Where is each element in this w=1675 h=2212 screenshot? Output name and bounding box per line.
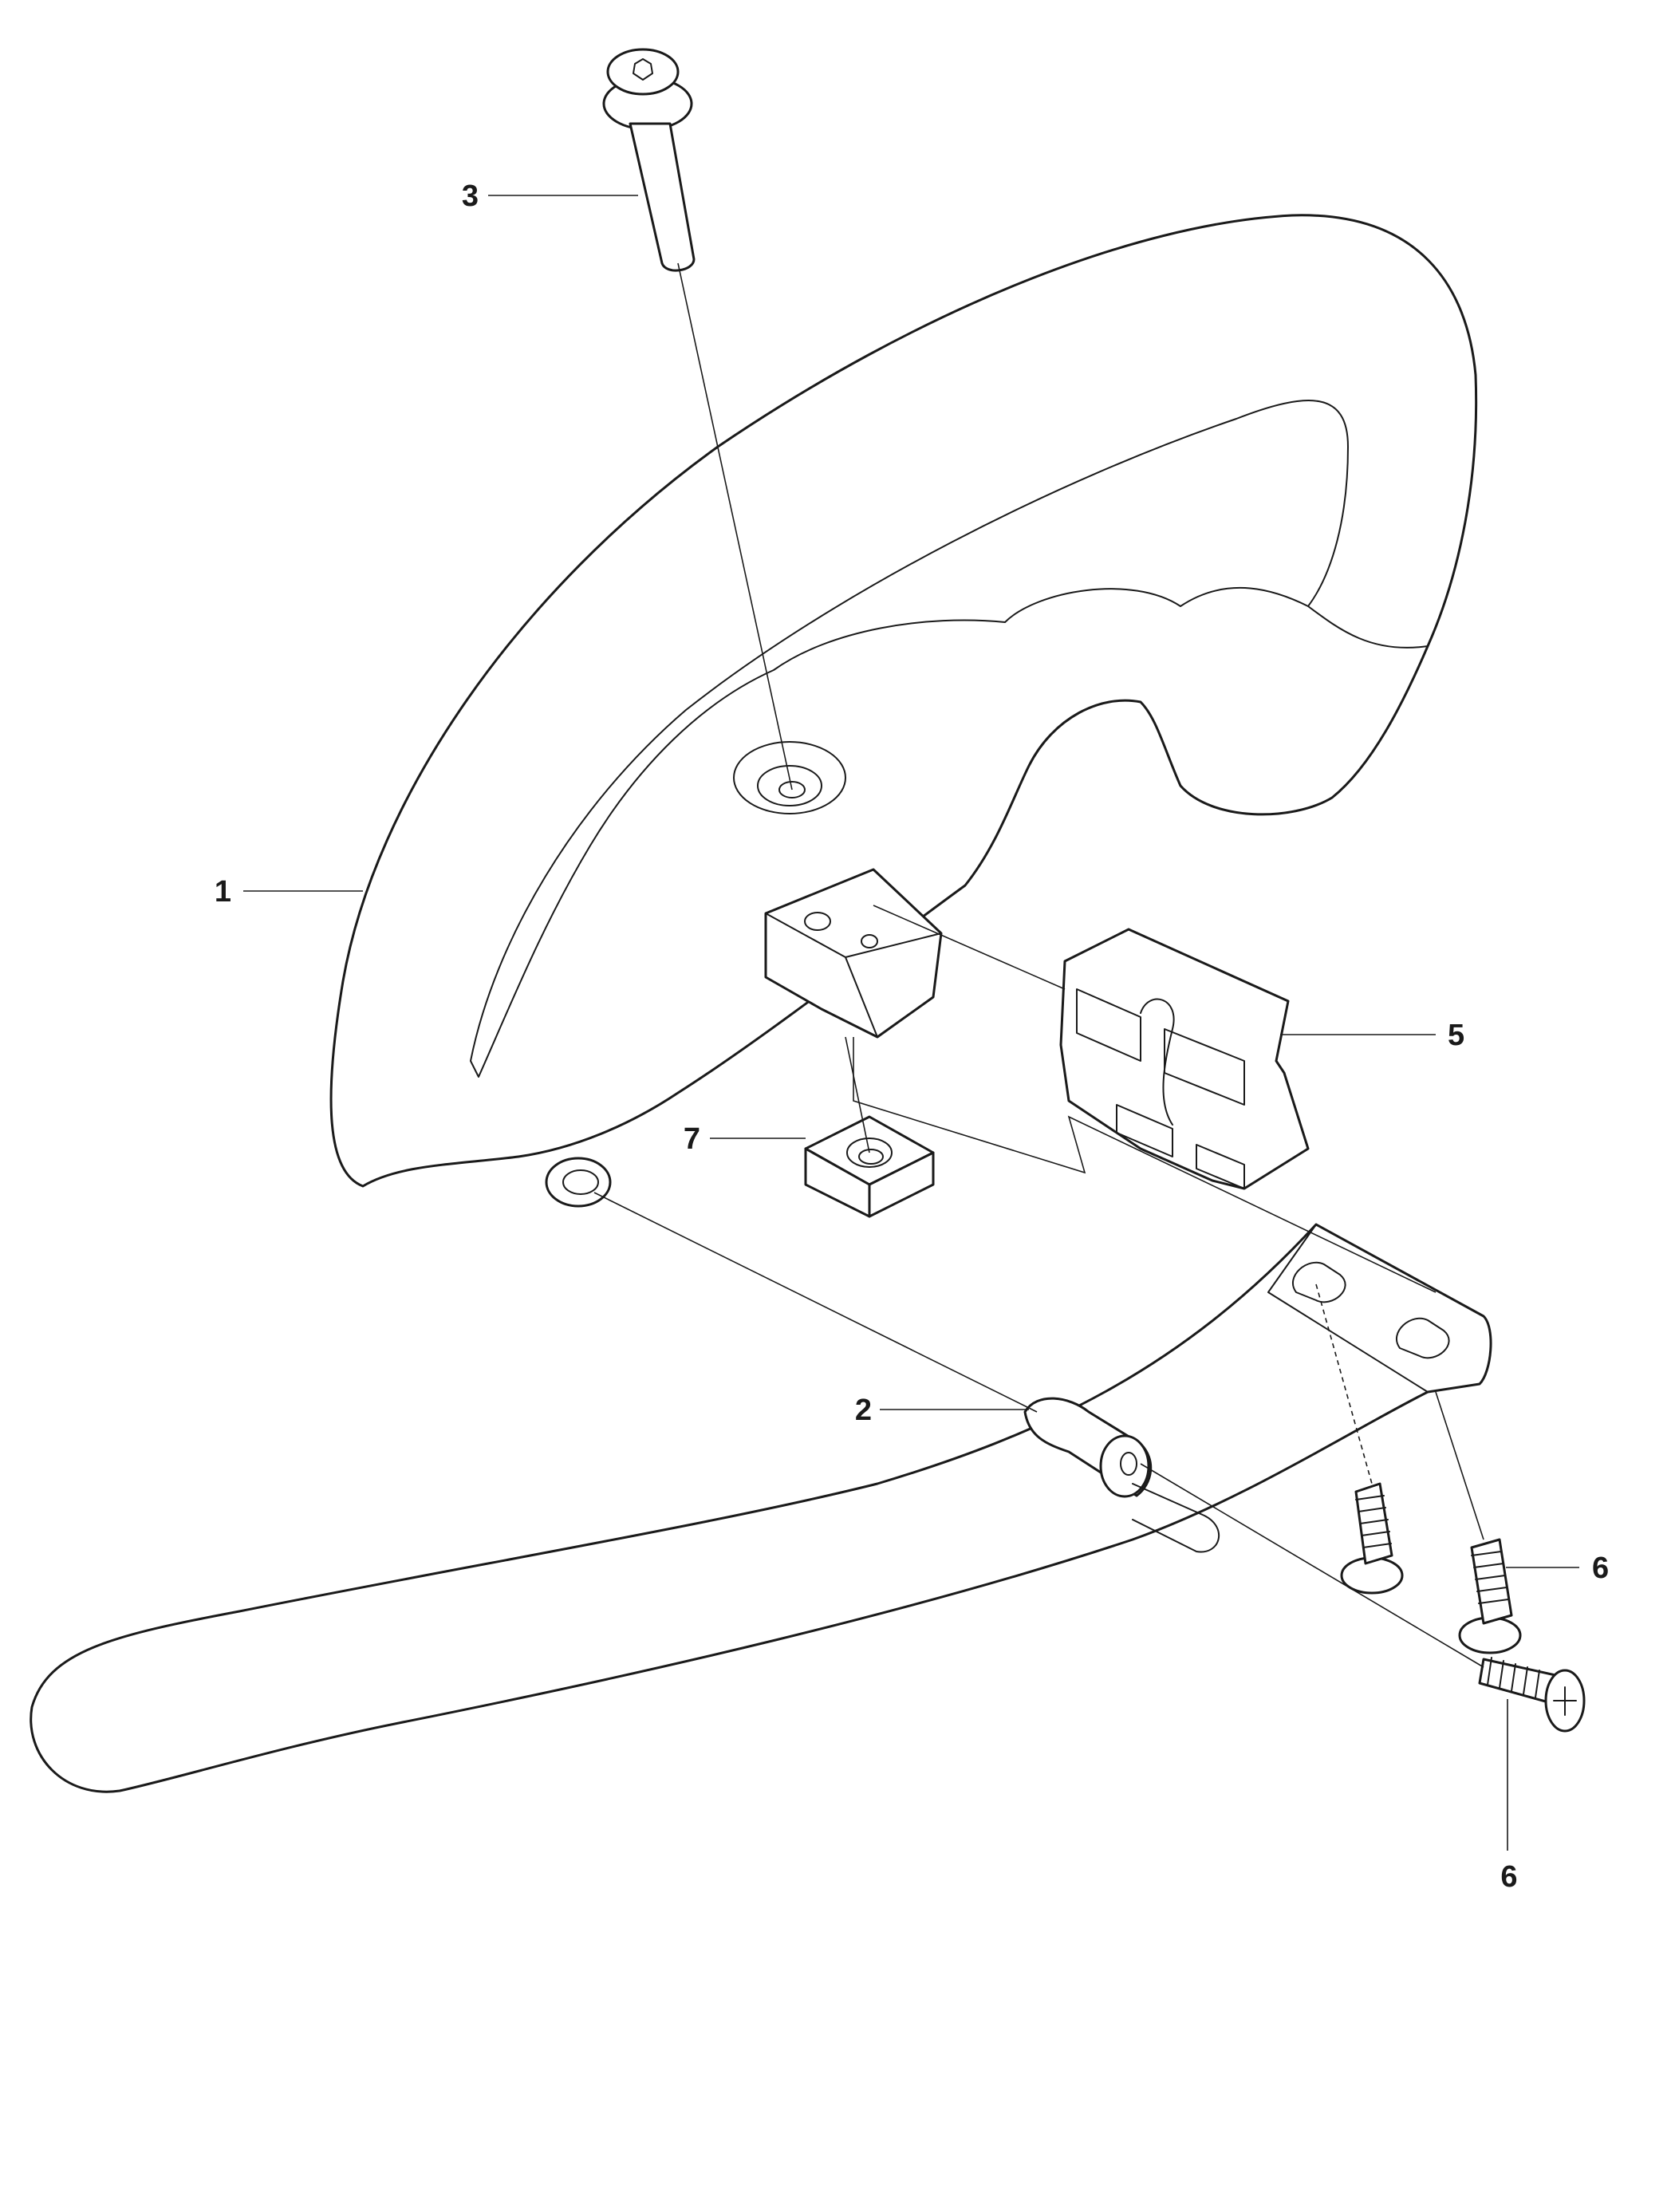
- axis-sleeve-to-screw: [1140, 1463, 1484, 1668]
- loop-handle-outer: [329, 214, 1478, 1188]
- callout-1-label: 1: [215, 875, 231, 909]
- axis-block-to-bracket-zigzag: [853, 1037, 1437, 1293]
- callout-5-label: 5: [1448, 1019, 1464, 1052]
- callout-7-label: 7: [684, 1122, 700, 1156]
- screw-a-thread: [1355, 1495, 1392, 1548]
- callout-6a: 6: [1506, 1552, 1609, 1585]
- screw-horizontal: [1478, 1657, 1586, 1733]
- axis-eye-to-sleeve: [593, 1192, 1038, 1413]
- mount-hole-a: [804, 912, 831, 931]
- axis-mount-to-clip: [873, 905, 1066, 990]
- handle-mount-block: [764, 868, 943, 1039]
- callout-7: 7: [684, 1122, 806, 1156]
- callout-1: 1: [215, 875, 363, 909]
- screw-a-shank: [1354, 1482, 1393, 1565]
- clip-channel-c: [1116, 1104, 1173, 1157]
- loop-eye-inner: [562, 1169, 599, 1195]
- clip-hook: [1140, 998, 1175, 1126]
- loop-handle: [329, 214, 1478, 1208]
- nut-side: [868, 1151, 935, 1218]
- screw-b-thread: [1471, 1551, 1509, 1604]
- boss-outer: [733, 741, 846, 814]
- bracket-bar-body: [30, 1223, 1492, 1793]
- loop-eye-outer: [545, 1157, 612, 1208]
- callout-3-label: 3: [462, 179, 479, 213]
- nut-hole-inner: [858, 1149, 884, 1165]
- boss-inner: [757, 765, 822, 806]
- handle-mount-face: [765, 913, 942, 1038]
- callout-3: 3: [462, 179, 638, 213]
- sleeve-bore: [1120, 1452, 1137, 1476]
- screw-c-thread: [1487, 1657, 1540, 1698]
- clip-channel-a: [1076, 988, 1141, 1062]
- screw-vertical-b: [1458, 1538, 1522, 1654]
- grip-boundary: [1307, 605, 1429, 649]
- callout-2: 2: [855, 1394, 1029, 1427]
- bracket-plate-edge: [1267, 1224, 1429, 1393]
- callout-5: 5: [1280, 1019, 1464, 1052]
- loop-handle-inner-opening: [470, 400, 1349, 1078]
- bolt: [602, 48, 696, 272]
- clip-body: [1059, 928, 1310, 1190]
- slot-hole-b: [1395, 1317, 1450, 1359]
- boss-hole: [778, 781, 806, 798]
- mount-hole-b: [861, 934, 878, 948]
- callout-2-label: 2: [855, 1394, 872, 1427]
- callout-6a-label: 6: [1592, 1552, 1609, 1585]
- assembly-lines: [593, 262, 1484, 1668]
- phillips-icon: [1553, 1686, 1577, 1716]
- clip-channel-b: [1164, 1028, 1245, 1106]
- square-nut: [804, 1115, 935, 1218]
- bracket-bar: [30, 1223, 1492, 1793]
- axis-slot-to-screw-b: [1435, 1391, 1484, 1540]
- bolt-head: [606, 48, 680, 96]
- nut-hole: [846, 1138, 893, 1168]
- sleeve-end: [1099, 1434, 1150, 1498]
- cable-clip: [1059, 928, 1310, 1190]
- bar-slot: [1132, 1483, 1220, 1553]
- callout-6b: 6: [1500, 1699, 1518, 1894]
- axis-bolt-to-boss: [677, 262, 793, 791]
- slot-hole-a: [1291, 1261, 1346, 1303]
- bolt-shank: [629, 122, 696, 272]
- torx-icon: [633, 58, 653, 81]
- screw-vertical-a: [1340, 1482, 1404, 1595]
- clip-channel-d: [1196, 1144, 1245, 1189]
- callout-6b-label: 6: [1500, 1860, 1517, 1894]
- screw-b-head: [1458, 1616, 1522, 1654]
- axis-mount-to-nut: [845, 1036, 870, 1153]
